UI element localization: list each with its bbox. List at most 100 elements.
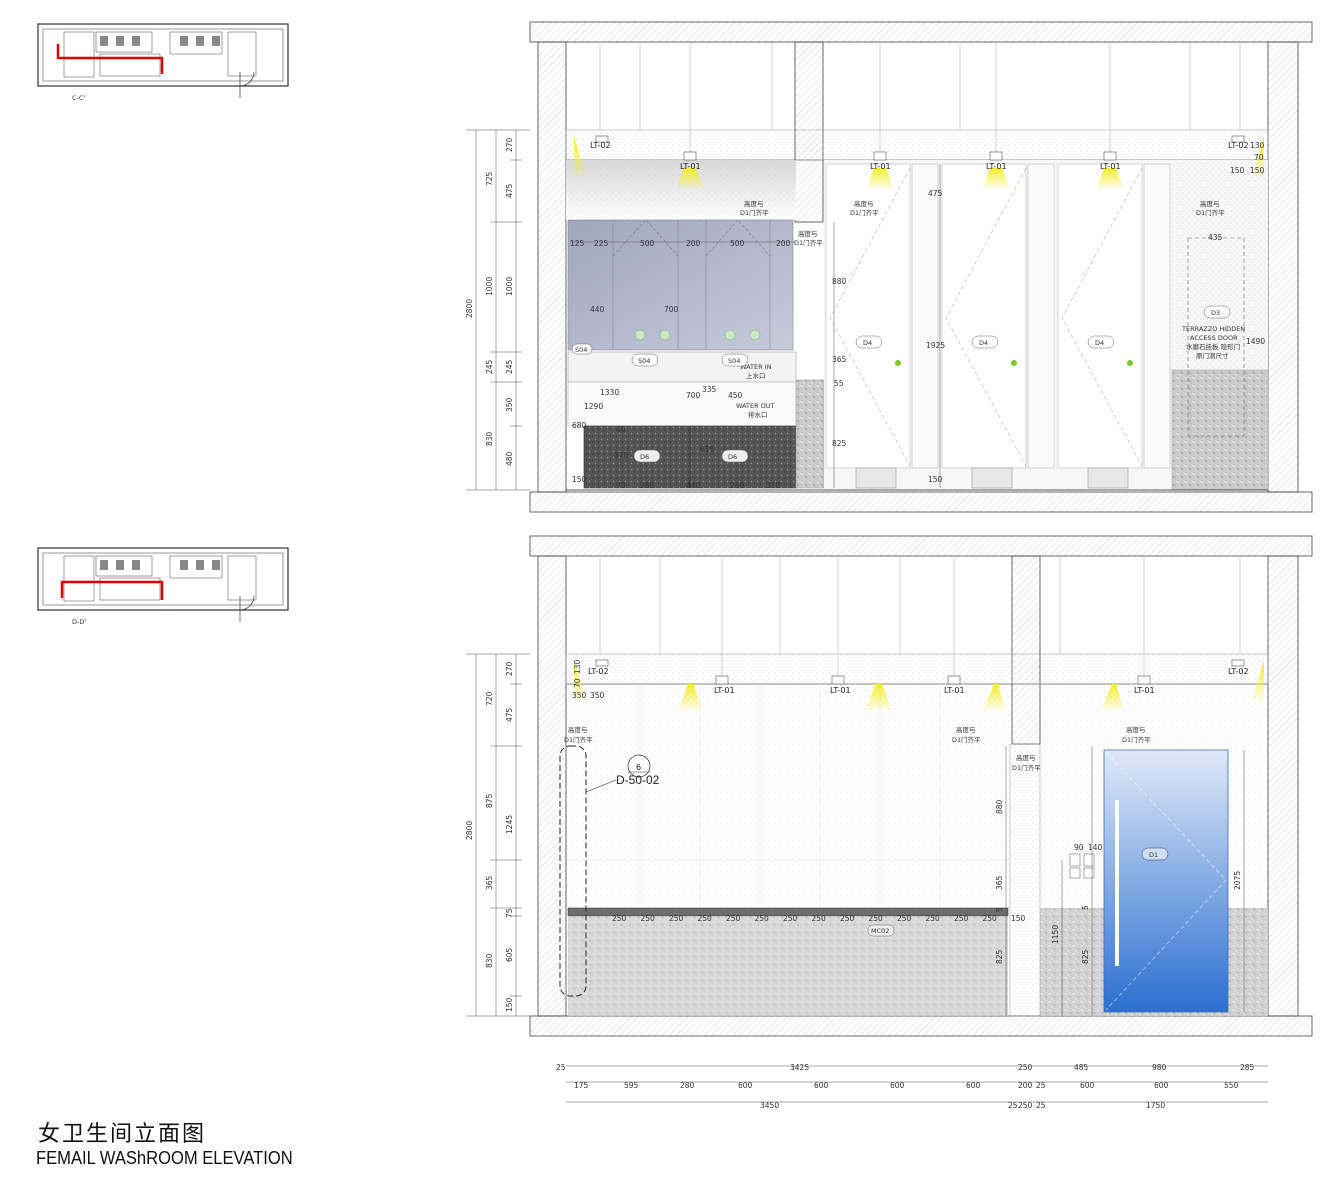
counter-dim-label: 250 [983,914,998,923]
svg-text:125: 125 [570,239,585,248]
svg-text:1925: 1925 [926,341,945,350]
svg-text:LT-02: LT-02 [590,141,611,150]
dd-labels: LT-02 LT-01 LT-01 LT-01 LT-01 LT-02 高度与 … [564,667,1249,937]
svg-text:335: 335 [702,385,717,394]
svg-text:270: 270 [505,137,514,152]
svg-text:高度与: 高度与 [1126,725,1146,734]
bottom-dim-label: 3450 [760,1101,779,1110]
bottom-dim-label: 1750 [1146,1101,1165,1110]
svg-text:270: 270 [505,661,514,676]
svg-text:LT-01: LT-01 [944,686,965,695]
bottom-dim-label: 285 [1240,1063,1255,1072]
bottom-dim-label: 600 [1154,1081,1169,1090]
cc-light-beams [574,136,1264,190]
svg-text:825: 825 [995,949,1004,964]
svg-text:435: 435 [1208,233,1223,242]
svg-text:245: 245 [485,359,494,374]
svg-text:WATER OUT: WATER OUT [736,402,775,410]
svg-text:D1门齐平: D1门齐平 [1122,735,1151,744]
svg-text:55: 55 [834,379,844,388]
svg-text:D1门齐平: D1门齐平 [794,238,823,247]
svg-text:130: 130 [573,659,582,674]
svg-text:825: 825 [832,439,847,448]
svg-text:ACCESS DOOR: ACCESS DOOR [1190,334,1238,342]
svg-text:上水口: 上水口 [746,371,766,380]
svg-text:S04: S04 [728,357,740,365]
svg-text:475: 475 [928,189,943,198]
counter-dim-label: 250 [755,914,770,923]
svg-text:500: 500 [730,239,745,248]
bottom-dim-label: 600 [1080,1081,1095,1090]
bottom-dim-label: 550 [1224,1081,1239,1090]
svg-text:700: 700 [664,305,679,314]
bottom-dim-label: 200 [1018,1081,1033,1090]
svg-text:1245: 1245 [505,815,514,834]
svg-text:875: 875 [485,793,494,808]
counter-dim-label: 250 [641,914,656,923]
counter-dim-label: 250 [869,914,884,923]
svg-text:150: 150 [572,475,587,484]
cc-dimensions [466,129,941,491]
svg-text:75: 75 [505,908,514,918]
svg-text:825: 825 [1081,949,1090,964]
svg-text:MC02: MC02 [871,927,889,935]
svg-text:365: 365 [832,355,847,364]
svg-text:350: 350 [505,397,514,412]
svg-text:5: 5 [1081,905,1090,910]
svg-text:70: 70 [616,481,626,490]
svg-text:原门洞尺寸: 原门洞尺寸 [1196,351,1229,360]
bottom-dim-label: 250 [1018,1101,1033,1110]
svg-text:排水口: 排水口 [748,410,768,419]
bottom-dim-label: 280 [680,1081,695,1090]
svg-text:90: 90 [1074,843,1084,852]
svg-text:150: 150 [928,475,943,484]
svg-text:880: 880 [832,277,847,286]
svg-text:440: 440 [686,481,701,490]
bottom-dim-label: 25 [1036,1101,1046,1110]
svg-text:40: 40 [616,425,626,434]
cc-dim-text: 2800 725 1000 245 830 270 475 1000 245 3… [465,137,1265,490]
svg-text:D3: D3 [1211,309,1220,317]
svg-text:320: 320 [766,481,781,490]
svg-text:D4: D4 [1095,339,1104,347]
svg-text:880: 880 [995,799,1004,814]
bottom-dim-label: 250 [1018,1063,1033,1072]
drawing-title-cn: 女卫生间立面图 [38,1122,207,1147]
svg-text:1490: 1490 [1246,337,1265,346]
svg-text:725: 725 [485,171,494,186]
bottom-dim-label: 600 [738,1081,753,1090]
bottom-dim-label: 980 [1152,1063,1167,1072]
keyplan-cc-label: C-C' [72,94,85,102]
counter-dim-label: 250 [612,914,627,923]
svg-text:高度与: 高度与 [1200,199,1220,208]
svg-text:D1: D1 [1149,851,1158,859]
svg-text:830: 830 [485,953,494,968]
counter-dim-label: 250 [926,914,941,923]
svg-text:260: 260 [640,481,655,490]
bottom-dim-label: 595 [624,1081,639,1090]
svg-text:高度与: 高度与 [854,199,874,208]
svg-text:高度与: 高度与 [956,725,976,734]
svg-text:LT-01: LT-01 [680,162,701,171]
bottom-dim-label: 600 [966,1081,981,1090]
svg-text:D6: D6 [640,453,649,461]
counter-dim-label: 250 [726,914,741,923]
svg-text:D4: D4 [863,339,872,347]
svg-text:370: 370 [614,451,629,460]
svg-text:150: 150 [505,997,514,1012]
counter-dim-label: 250 [840,914,855,923]
svg-text:2800: 2800 [465,821,474,840]
svg-text:S04: S04 [575,346,587,354]
svg-text:200: 200 [686,239,701,248]
svg-text:S04: S04 [638,357,650,365]
svg-text:LT-02: LT-02 [1228,141,1249,150]
detail-ref-sheet: D-50-02 [616,773,660,787]
svg-text:WATER IN: WATER IN [740,363,772,371]
svg-text:LT-01: LT-01 [1100,162,1121,171]
svg-text:365: 365 [995,875,1004,890]
svg-text:260: 260 [730,481,745,490]
svg-text:D1门齐平: D1门齐平 [740,208,769,217]
svg-text:70: 70 [573,678,582,688]
svg-text:140: 140 [1088,843,1103,852]
